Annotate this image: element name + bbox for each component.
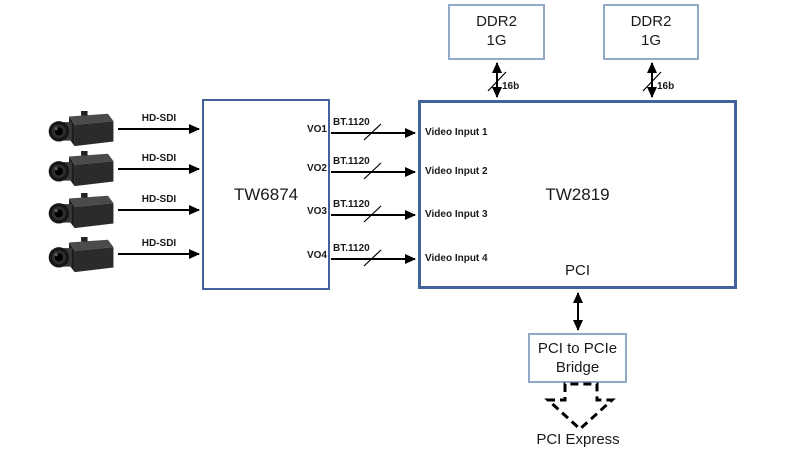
vo-port-label: VO1 — [306, 124, 327, 135]
memory-box-2: DDR2 1G — [603, 4, 699, 60]
hdsdi-link-label: HD-SDI — [141, 194, 177, 205]
pci-port-label: PCI — [564, 262, 590, 279]
video-input-label: Video Input 1 — [425, 127, 488, 138]
chip-tw6874: TW6874 — [202, 99, 330, 290]
bt1120-bus-label: BT.1120 — [333, 156, 370, 167]
chip-tw2819: TW2819 PCI — [418, 100, 737, 289]
bus-width-label: 16b — [502, 81, 520, 92]
camera-icon — [48, 237, 114, 273]
chip-tw2819-label: TW2819 — [545, 184, 610, 204]
vo-port-label: VO3 — [306, 206, 327, 217]
video-input-label: Video Input 3 — [425, 209, 488, 220]
pci-bridge-label-line1: PCI to PCIe — [537, 339, 618, 357]
pci-bridge-label-line2: Bridge — [555, 359, 600, 376]
camera-icon — [48, 111, 114, 147]
camera-icon — [48, 151, 114, 187]
pci-bridge-box: PCI to PCIe Bridge — [528, 333, 627, 383]
vo-port-label: VO4 — [306, 250, 327, 261]
bt1120-bus-label: BT.1120 — [333, 243, 370, 254]
memory-name: DDR2 — [630, 13, 672, 31]
memory-size: 1G — [640, 32, 661, 49]
pci-express-block-arrow-icon — [544, 382, 616, 432]
hdsdi-link-label: HD-SDI — [141, 113, 177, 124]
bt1120-bus-label: BT.1120 — [333, 117, 370, 128]
camera-icon — [48, 193, 114, 229]
video-input-label: Video Input 2 — [425, 166, 488, 177]
video-input-label: Video Input 4 — [425, 253, 488, 264]
hdsdi-arrows — [118, 124, 200, 259]
memory-name: DDR2 — [476, 13, 517, 31]
pci-express-label: PCI Express — [536, 431, 620, 448]
memory-box-1: DDR2 1G — [448, 4, 545, 60]
bus-width-label: 16b — [657, 81, 675, 92]
chip-tw6874-label: TW6874 — [233, 184, 299, 204]
bt1120-bus-label: BT.1120 — [333, 199, 370, 210]
memory-size: 1G — [486, 32, 507, 49]
hdsdi-link-label: HD-SDI — [141, 153, 177, 164]
hdsdi-link-label: HD-SDI — [141, 238, 177, 249]
vo-port-label: VO2 — [306, 163, 327, 174]
